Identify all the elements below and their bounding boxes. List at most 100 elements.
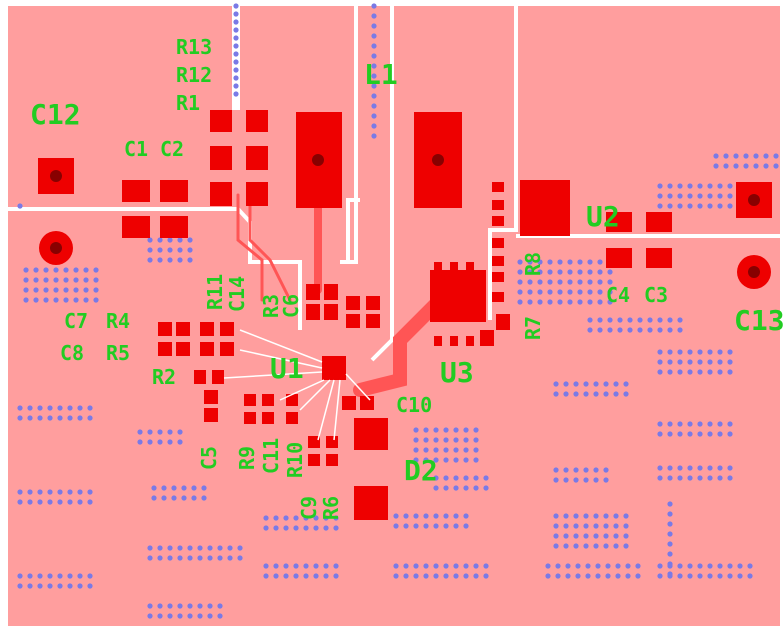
via (433, 523, 439, 529)
via (233, 75, 239, 81)
via (87, 573, 93, 579)
via (157, 257, 163, 263)
via (303, 525, 309, 531)
via (473, 485, 479, 491)
via (687, 475, 693, 481)
via (747, 573, 753, 579)
via (697, 183, 703, 189)
via (57, 583, 63, 589)
via (687, 421, 693, 427)
via (623, 523, 629, 529)
via (73, 287, 79, 293)
via (263, 515, 269, 521)
via (453, 457, 459, 463)
via (483, 485, 489, 491)
via (371, 83, 377, 89)
via (657, 359, 663, 365)
via (527, 259, 533, 265)
via (371, 23, 377, 29)
via (167, 237, 173, 243)
via (201, 495, 207, 501)
via (273, 563, 279, 569)
via (73, 267, 79, 273)
via (595, 573, 601, 579)
trace-group (236, 193, 447, 397)
via (27, 583, 33, 589)
via (443, 485, 449, 491)
via (713, 163, 719, 169)
via (727, 421, 733, 427)
via (227, 545, 233, 551)
via (607, 289, 613, 295)
via (371, 123, 377, 129)
via (403, 523, 409, 529)
via (517, 289, 523, 295)
via (87, 415, 93, 421)
via (37, 405, 43, 411)
via (87, 405, 93, 411)
via (47, 573, 53, 579)
via (93, 287, 99, 293)
via (593, 543, 599, 549)
via (233, 83, 239, 89)
via (33, 277, 39, 283)
via (167, 247, 173, 253)
label-c5: C5 (197, 446, 221, 470)
via (233, 3, 239, 9)
via (443, 573, 449, 579)
via (707, 203, 713, 209)
via (657, 327, 663, 333)
via (593, 533, 599, 539)
via (567, 299, 573, 305)
via (57, 415, 63, 421)
via (727, 465, 733, 471)
via (717, 475, 723, 481)
via (687, 193, 693, 199)
via (463, 447, 469, 453)
via (667, 431, 673, 437)
via (657, 349, 663, 355)
via (667, 521, 673, 527)
via (393, 563, 399, 569)
via (33, 287, 39, 293)
via (707, 183, 713, 189)
via (463, 513, 469, 519)
via (527, 279, 533, 285)
via (667, 349, 673, 355)
via (443, 523, 449, 529)
via (667, 369, 673, 375)
via (563, 513, 569, 519)
via (555, 573, 561, 579)
via (371, 53, 377, 59)
via (371, 13, 377, 19)
label-r5: R5 (106, 341, 130, 365)
via (557, 269, 563, 275)
via (677, 431, 683, 437)
via (573, 513, 579, 519)
silkscreen: R13 R12 R1 L1 C12 C1 C2 U2 R8 C4 C3 C13 … (30, 35, 784, 520)
via (67, 415, 73, 421)
via (537, 269, 543, 275)
via (147, 237, 153, 243)
via (443, 513, 449, 519)
via (667, 327, 673, 333)
via (605, 563, 611, 569)
label-c10: C10 (396, 393, 432, 417)
via (63, 297, 69, 303)
via (181, 495, 187, 501)
via (547, 289, 553, 295)
via (717, 203, 723, 209)
via (433, 447, 439, 453)
via (657, 193, 663, 199)
via (677, 465, 683, 471)
via (187, 545, 193, 551)
via (463, 485, 469, 491)
via (433, 513, 439, 519)
via (545, 563, 551, 569)
via (597, 299, 603, 305)
via (687, 359, 693, 365)
via (557, 299, 563, 305)
via (697, 193, 703, 199)
via (313, 563, 319, 569)
via (27, 415, 33, 421)
